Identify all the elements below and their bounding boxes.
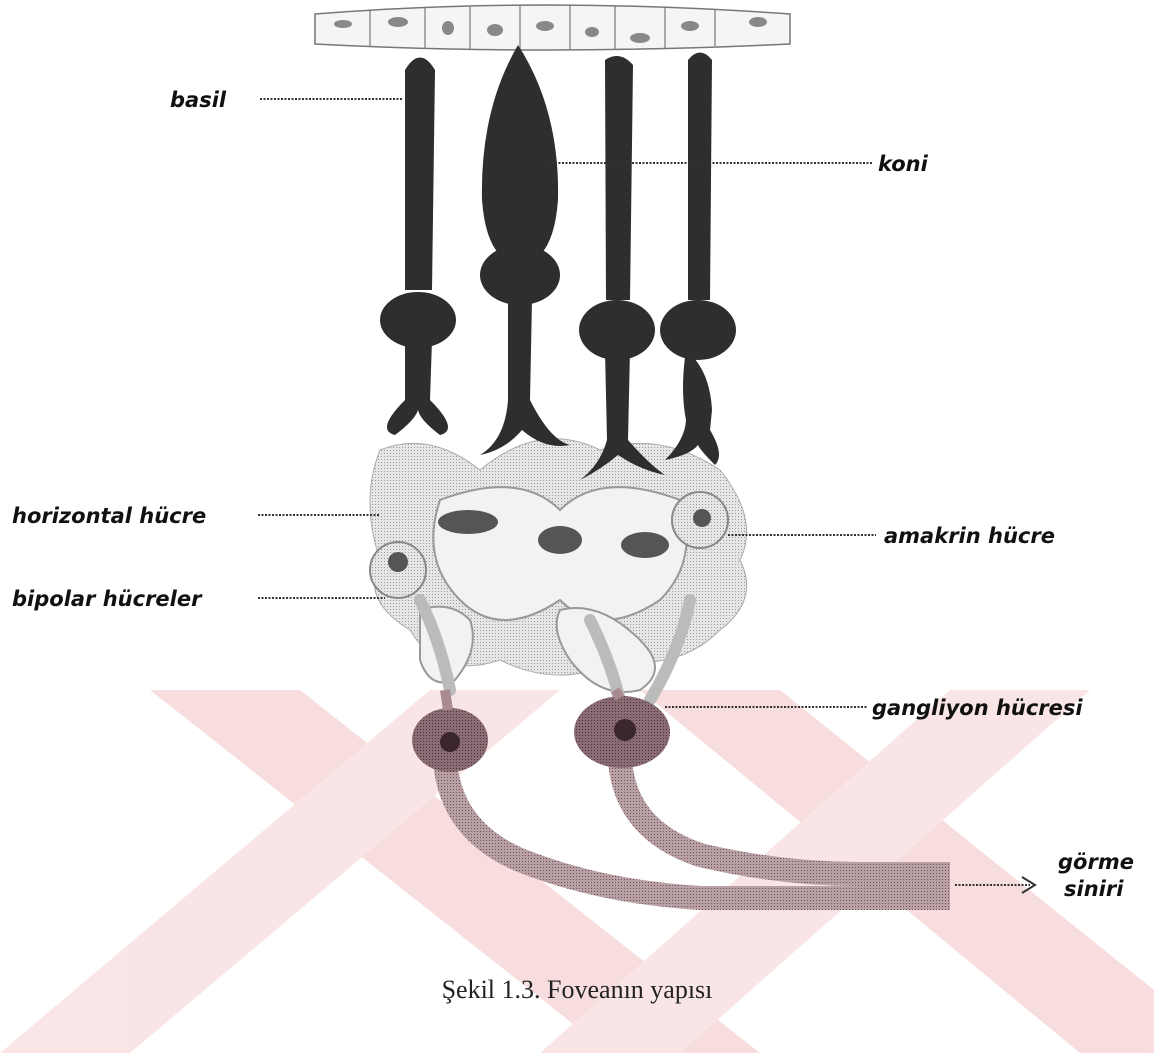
label-koni: koni <box>878 152 929 176</box>
rod-cell-2 <box>579 56 665 480</box>
rod-cell-1 <box>380 58 456 436</box>
photoreceptors <box>380 45 736 480</box>
pigment-epithelium <box>315 5 790 50</box>
inner-cell-layer <box>370 439 747 700</box>
label-gorme: görme <box>1058 850 1134 874</box>
cone-cell <box>480 45 570 455</box>
label-basil: basil <box>170 88 227 112</box>
label-bipolar-hucreler: bipolar hücreler <box>12 587 203 611</box>
label-horizontal-hucre: horizontal hücre <box>12 504 206 528</box>
figure-caption: Şekil 1.3. Foveanın yapısı <box>442 975 713 1004</box>
label-gangliyon-hucresi: gangliyon hücresi <box>872 696 1083 720</box>
rod-cell-3 <box>660 53 736 466</box>
label-siniri: siniri <box>1064 877 1124 901</box>
label-amakrin-hucre: amakrin hücre <box>884 524 1055 548</box>
